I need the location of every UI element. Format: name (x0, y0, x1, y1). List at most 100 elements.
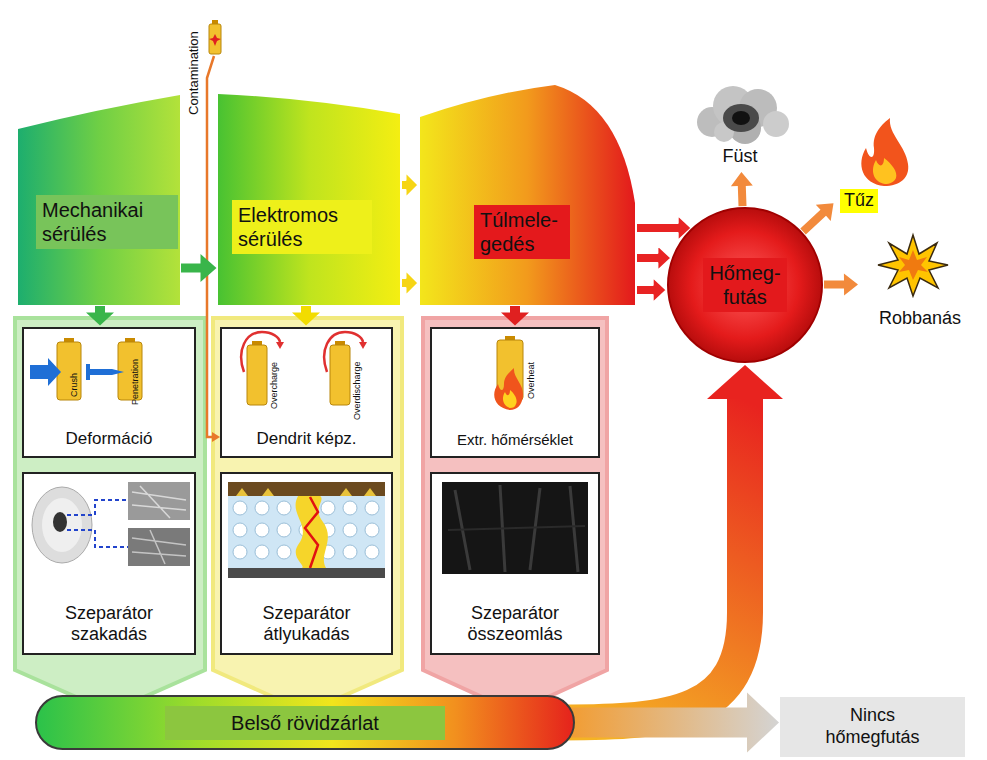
separator-tear-photo-part (132, 530, 186, 564)
cause-box: Dendrit képz. (220, 327, 393, 458)
arrow-shape (707, 365, 783, 399)
connector-arrow (401, 172, 419, 198)
outcome-node: Tűz (835, 115, 915, 215)
damage-stage-fill (218, 94, 400, 305)
icon-label: Overdischarge (353, 361, 362, 420)
stage-label: Túlmele- gedés (474, 205, 570, 259)
fire-icon (861, 118, 908, 186)
fire-icon-part (873, 158, 896, 184)
connector-arrow (636, 277, 667, 303)
crush-icon (30, 338, 81, 400)
circle-label: Hőmeg- futás (703, 258, 787, 312)
icon-label: Crush (70, 373, 79, 397)
contamination-label: Contamination (187, 31, 200, 115)
category-column-part (423, 318, 607, 712)
separator-puncture-sketch-part (343, 501, 357, 515)
box-ground-part (22, 472, 196, 655)
effect-label: Szeparátor átlyukadás (242, 603, 372, 646)
connector-arrow (181, 254, 217, 282)
connector-arrow (800, 203, 833, 234)
separator-collapse-photo-part (448, 526, 585, 530)
separator-puncture-sketch-part (277, 523, 291, 537)
overheat-icon-part (503, 390, 517, 408)
separator-puncture-sketch-part (236, 488, 376, 496)
separator-puncture-sketch-part (233, 523, 247, 537)
damage-stage-outline (420, 85, 635, 305)
runaway-circle: Hőmeg- futás (667, 207, 823, 363)
effect-box: Szeparátor összeomlás (430, 472, 600, 655)
separator-puncture-sketch-part (233, 545, 247, 559)
arrow-shape (292, 306, 320, 326)
separator-puncture-sketch-part (228, 482, 385, 496)
connector-arrow (636, 215, 692, 241)
separator-tear-photo-part (128, 528, 190, 566)
connector-arrow (401, 270, 419, 296)
separator-puncture-sketch-part (305, 497, 318, 568)
separator-puncture-sketch-part (277, 501, 291, 515)
smoke-icon (697, 86, 789, 144)
arrow-shape (561, 399, 745, 723)
category-column-part (213, 318, 402, 712)
damage-stage: Túlmele- gedés (420, 85, 635, 305)
separator-puncture-sketch-part (228, 568, 385, 578)
separator-collapse-photo (442, 482, 588, 574)
arrow-shape (636, 215, 692, 241)
contamination-icon-part (209, 34, 221, 46)
damage-stage-fill (18, 95, 180, 305)
box-ground-part (430, 472, 600, 655)
arrow-shape (636, 245, 671, 271)
box-ground-part (220, 327, 393, 458)
smoke-icon-part (732, 111, 750, 125)
separator-tear-photo-part (132, 486, 186, 518)
explosion-icon-part (878, 235, 948, 296)
arrow-shape (636, 277, 667, 303)
crush-icon-part (57, 342, 81, 400)
arrow-shape (561, 693, 779, 753)
separator-tear-photo-part (53, 512, 67, 532)
overcharge-icon-part (247, 345, 267, 405)
damage-stage-fill (420, 85, 635, 305)
connector-arrow (731, 172, 753, 206)
separator-puncture-sketch-part (296, 496, 328, 568)
fire-icon-part (861, 118, 908, 186)
separator-puncture-sketch-part (228, 496, 385, 568)
band-label: Belső rövidzárlat (165, 706, 445, 740)
contamination-icon-part (212, 432, 220, 442)
box-ground-part (220, 472, 393, 655)
category-column-part (15, 318, 205, 712)
connector-arrow (636, 245, 671, 271)
connector-arrow (292, 306, 320, 326)
cause-label: Extr. hőmérséklet (457, 431, 573, 449)
effect-box: Szeparátor átlyukadás (220, 472, 393, 655)
overheat-icon (494, 336, 523, 410)
separator-puncture-sketch-part (233, 501, 247, 515)
cause-label: Dendrit képz. (256, 429, 356, 449)
separator-puncture-sketch-part (343, 545, 357, 559)
contamination-icon-part (209, 24, 221, 54)
arrow-shape (401, 270, 419, 296)
connector-arrow (86, 306, 114, 326)
outcome-label: Robbanás (879, 308, 961, 330)
separator-collapse-photo-part (442, 482, 588, 574)
icon-label: Overheat (527, 362, 536, 399)
separator-tear-photo-part (32, 487, 92, 563)
separator-tear-photo-part (42, 498, 82, 552)
damage-stage-outline (218, 90, 400, 305)
overdischarge-icon-part (359, 342, 367, 349)
smoke-icon-part (763, 111, 789, 137)
arrow-shape (181, 254, 217, 282)
outcome-node: Füst (690, 86, 790, 170)
effect-label: Szeparátor összeomlás (450, 603, 580, 646)
separator-puncture-sketch-part (255, 545, 269, 559)
damage-stage: Mechanikai sérülés (18, 95, 180, 305)
contamination-icon-part (207, 56, 214, 437)
arrow-shape (501, 306, 529, 326)
overdischarge-icon-part (330, 345, 350, 405)
crush-icon-part (30, 358, 61, 386)
box-ground (22, 327, 600, 655)
separator-tear-photo (32, 482, 190, 566)
arrow-shape (731, 172, 753, 206)
outcome-label: Füst (722, 146, 757, 168)
outcome-label: Tűz (840, 189, 878, 213)
overheat-icon-part (494, 368, 523, 410)
